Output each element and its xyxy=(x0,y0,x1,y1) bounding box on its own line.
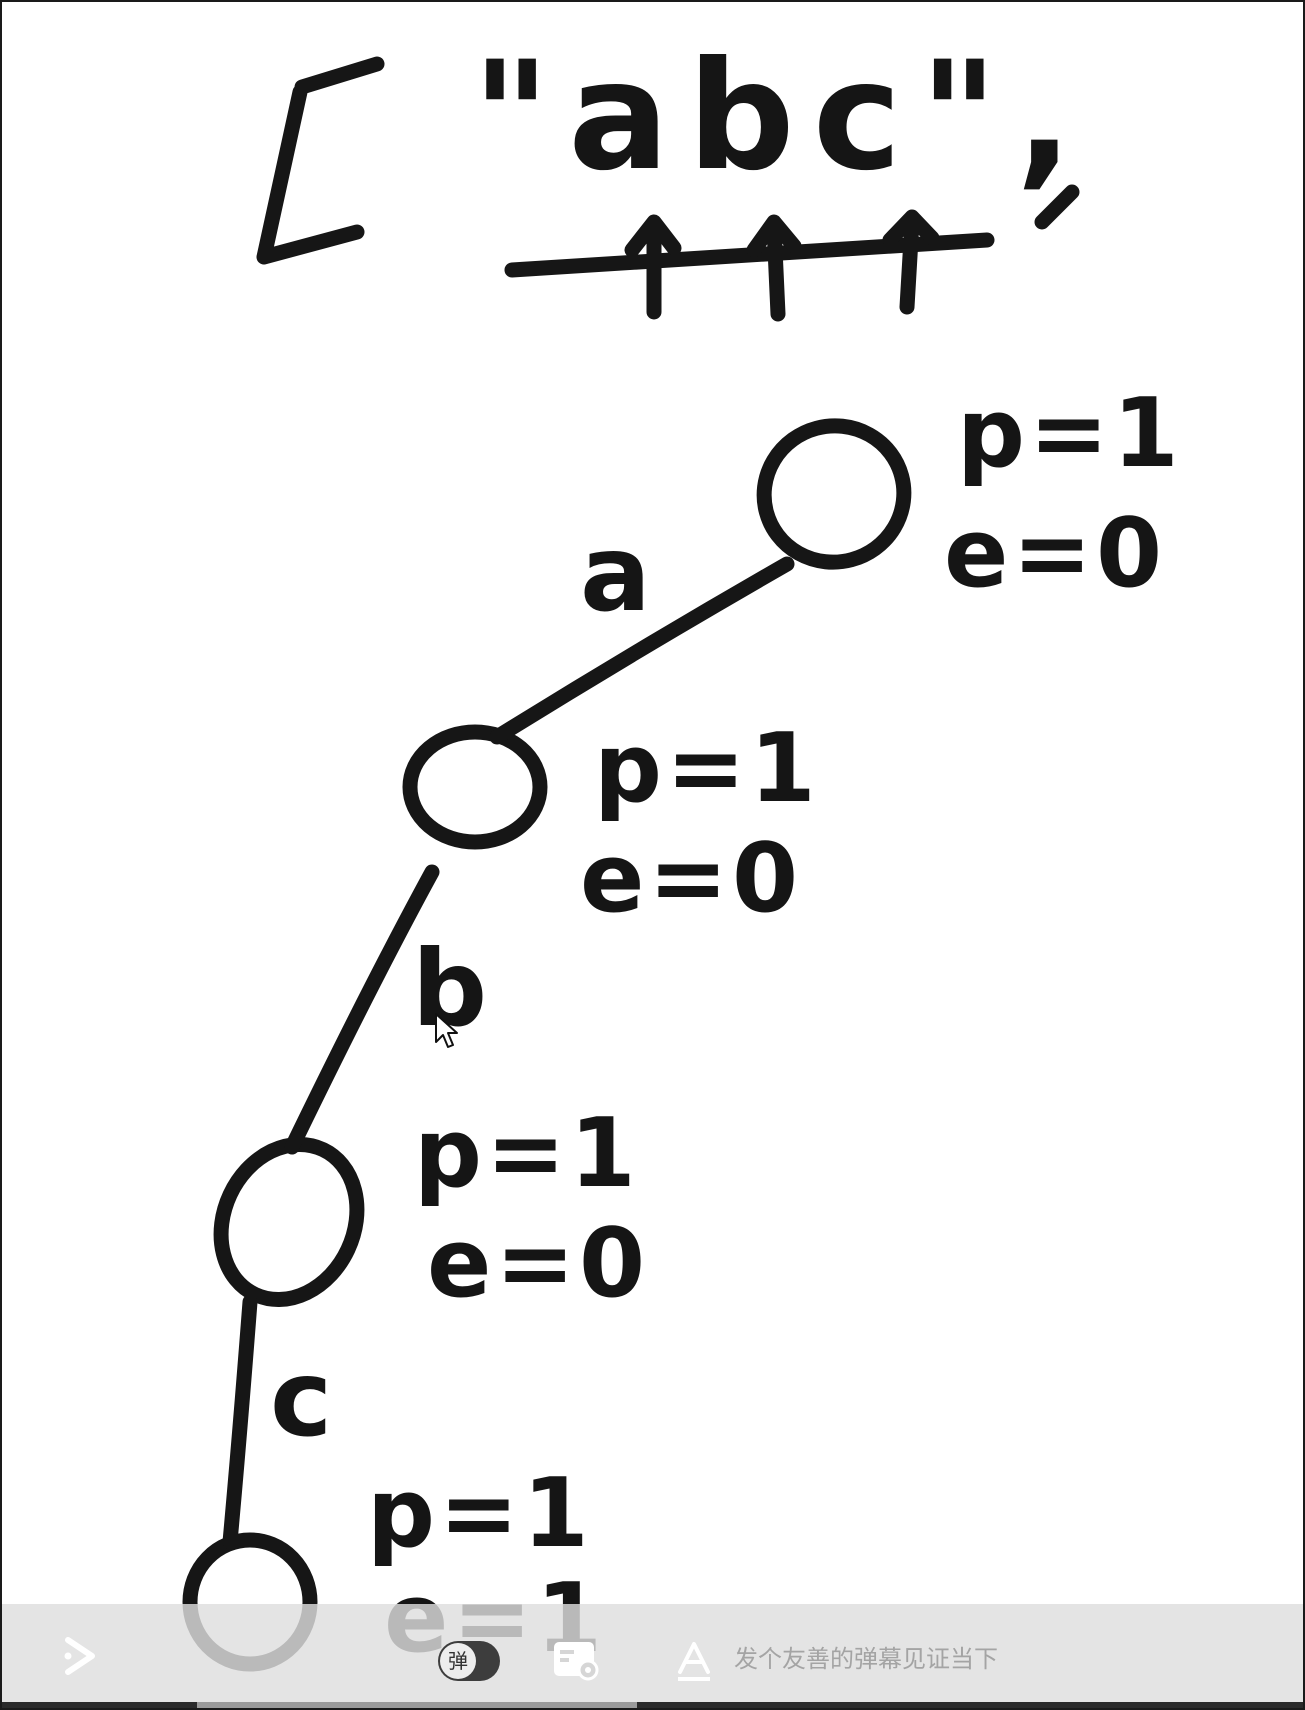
pointer-arrow-b xyxy=(746,214,802,322)
pointer-arrow-a xyxy=(624,214,682,320)
node-b-e: e=0 xyxy=(427,1209,650,1319)
node-c-p: p=1 xyxy=(367,1459,593,1569)
trie-edge-a xyxy=(489,556,795,745)
player-control-bar: 弹 xyxy=(2,1604,1303,1704)
node-a-e: e=0 xyxy=(580,824,803,934)
trie-node-a xyxy=(402,724,548,850)
danmaku-toggle-label: 弹 xyxy=(440,1643,476,1679)
mouse-cursor-icon xyxy=(435,1013,458,1048)
danmaku-settings-icon[interactable] xyxy=(552,1640,600,1682)
trie-edge-b xyxy=(284,864,440,1155)
comma-stroke xyxy=(1034,184,1080,230)
pointer-arrow-c xyxy=(882,209,940,315)
node-root-p: p=1 xyxy=(957,379,1183,489)
node-b-p: p=1 xyxy=(414,1099,640,1209)
edge-label-b: b xyxy=(412,928,488,1050)
title-string: "abc", xyxy=(472,30,1091,204)
text-style-icon[interactable] xyxy=(674,1640,714,1684)
node-root-e: e=0 xyxy=(944,499,1167,609)
trie-edge-c xyxy=(222,1294,258,1550)
danmaku-input[interactable] xyxy=(732,1634,1256,1684)
edge-label-a: a xyxy=(580,513,651,635)
trie-node-b xyxy=(213,1136,365,1308)
edge-label-c: c xyxy=(270,1338,333,1460)
danmaku-toggle[interactable]: 弹 xyxy=(438,1641,500,1681)
trie-node-root xyxy=(756,418,912,570)
progress-bar[interactable] xyxy=(2,1702,1303,1708)
node-a-p: p=1 xyxy=(594,714,820,824)
bracket-stroke xyxy=(256,56,385,265)
play-arrow-icon[interactable] xyxy=(60,1634,100,1678)
progress-buffered xyxy=(197,1702,637,1708)
